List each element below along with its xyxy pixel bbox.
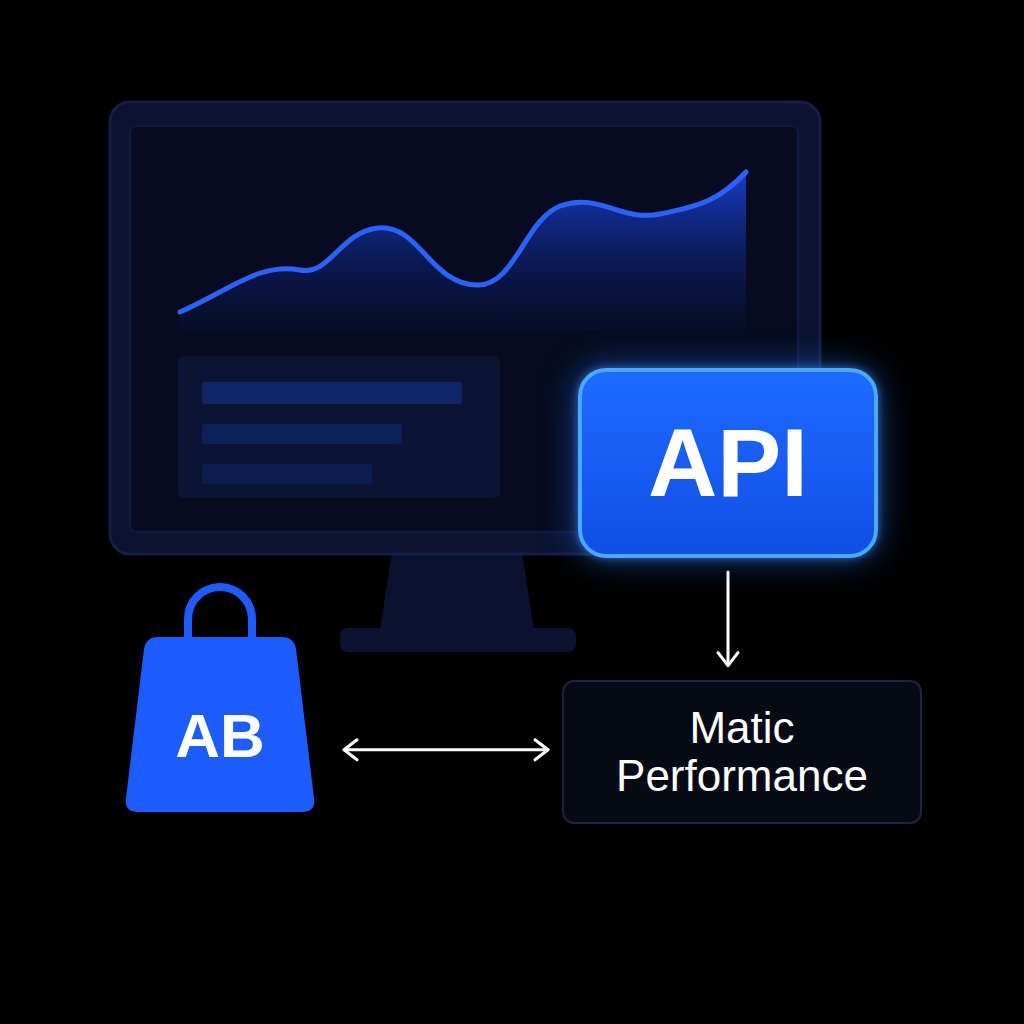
placeholder-bar	[202, 424, 402, 444]
connector	[344, 740, 548, 760]
node-text: API	[648, 415, 808, 511]
bag-outline	[118, 575, 322, 820]
node-label: AB	[175, 705, 265, 767]
arrowhead	[535, 740, 548, 760]
shopping-bag-node: AB	[118, 575, 322, 820]
node-text: Matic Performance	[592, 704, 892, 801]
arrowhead	[718, 653, 738, 666]
api-box: API	[578, 368, 878, 558]
node-label: Matic Performance	[592, 704, 892, 801]
monitor-body	[110, 102, 820, 554]
monitor-base	[340, 628, 576, 652]
placeholder-bar	[202, 382, 462, 404]
bag-body	[126, 637, 315, 812]
connector-line	[344, 748, 548, 751]
process-box: Matic Performance	[562, 680, 922, 825]
connector	[718, 572, 738, 666]
connector-line	[727, 572, 730, 666]
monitor-neck	[380, 552, 534, 630]
chart-area	[180, 172, 746, 330]
placeholder-bar	[202, 464, 372, 484]
node-text: AB	[118, 637, 322, 820]
chart-line	[180, 172, 746, 312]
arrowhead	[344, 740, 357, 760]
node-label: API	[648, 415, 808, 511]
text-panel	[178, 356, 500, 498]
